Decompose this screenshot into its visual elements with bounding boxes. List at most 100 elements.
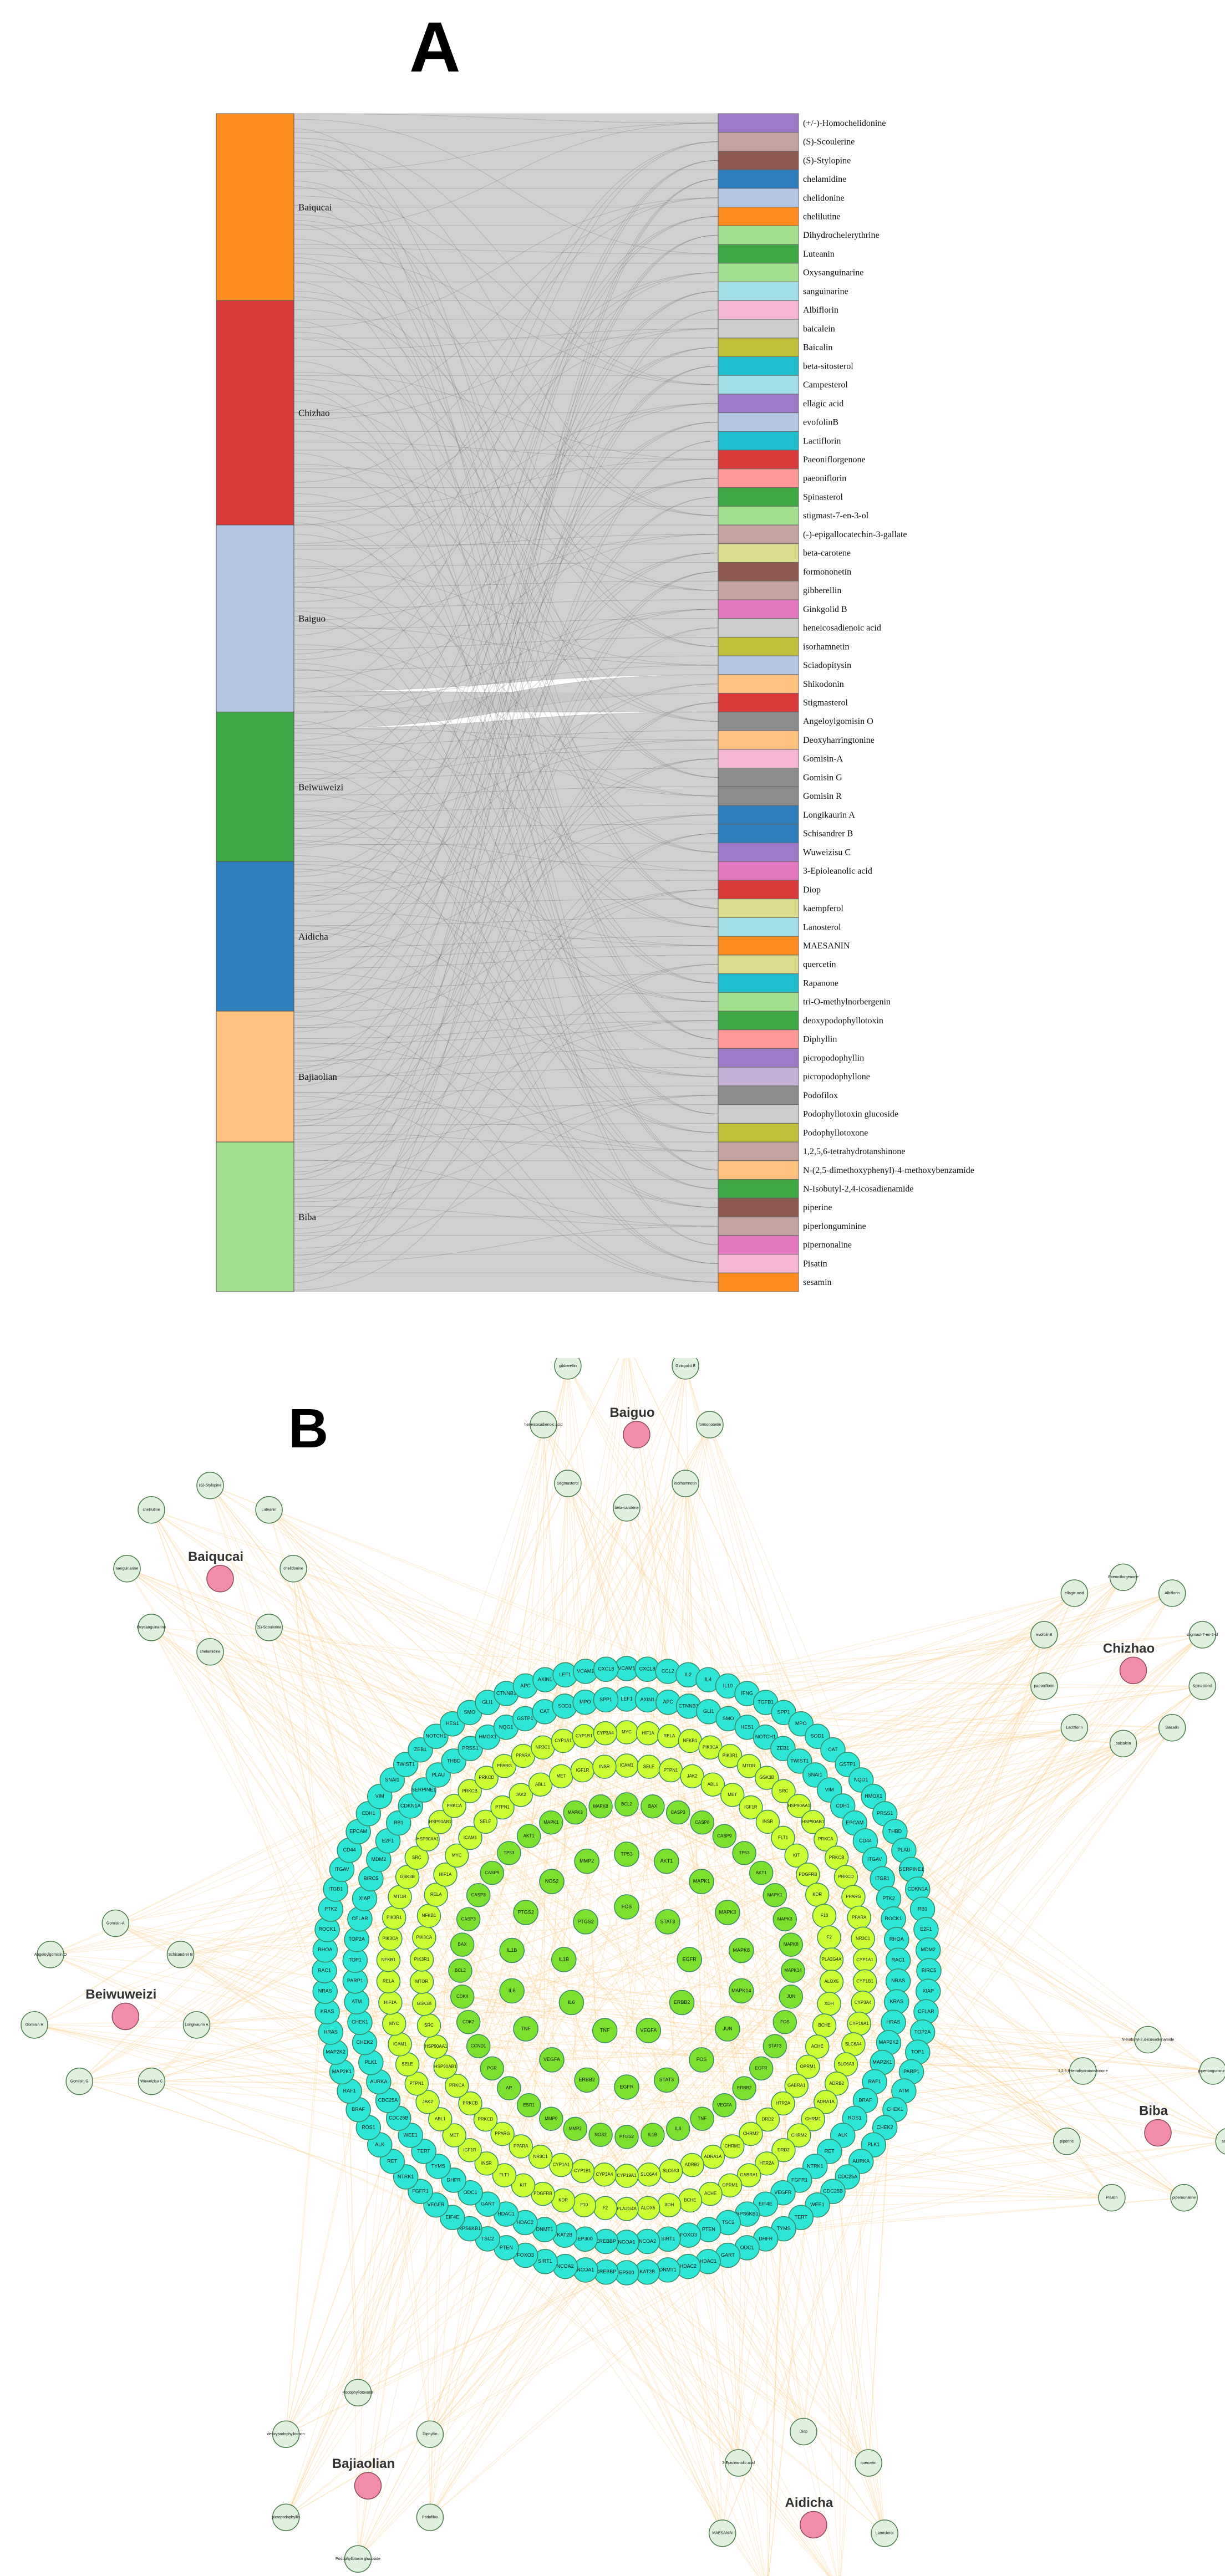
sankey-line	[293, 835, 719, 871]
target-node: JUN	[715, 2016, 740, 2042]
target-node-label: VEGFR	[428, 2202, 445, 2207]
target-node-label: PIK3CA	[383, 1936, 399, 1941]
target-node: VCAM1	[573, 1659, 598, 1684]
sankey-line	[293, 1091, 719, 1152]
sankey-line	[293, 422, 719, 965]
network-edge	[626, 1732, 837, 2576]
network-edge	[928, 1991, 1185, 2198]
target-node-label: DHFR	[447, 2177, 461, 2182]
sankey-link	[293, 861, 719, 884]
compound-label-isorhamnetin: isorhamnetin	[803, 642, 850, 651]
network-edge	[861, 2141, 1067, 2162]
network-edge	[410, 2039, 1148, 2136]
target-node-circle	[458, 1779, 482, 1803]
target-node: HRAS	[318, 2019, 344, 2045]
sankey-line	[293, 440, 719, 1241]
sankey-line	[293, 128, 719, 909]
target-node-label: NFKB1	[422, 1913, 436, 1918]
network-edge	[79, 1950, 741, 2082]
target-node-label: CHRM2	[743, 2131, 759, 2136]
target-node: ICAM1	[458, 1825, 482, 1850]
target-node-circle	[771, 1825, 795, 1850]
target-node-label: BRAF	[352, 2106, 365, 2112]
target-node-label: CDC25B	[823, 2189, 843, 2194]
target-node-circle	[563, 2116, 588, 2141]
compound-node-circle	[1188, 1672, 1216, 1700]
target-node-label: KIT	[793, 1853, 800, 1858]
network-edge	[491, 1507, 627, 1873]
target-node-circle	[755, 2107, 780, 2132]
compound-node-circle	[65, 2067, 93, 2095]
network-edge	[692, 1776, 1068, 2142]
compound-label-3-epioleanolic-acid: 3-Epioleanolic acid	[803, 866, 872, 876]
network-edge	[429, 1747, 543, 2518]
compound-node-circle	[138, 2067, 166, 2095]
sankey-line	[293, 478, 719, 849]
compound-node-label: sanguinarine	[116, 1567, 138, 1571]
target-node-label: DNMT1	[536, 2227, 553, 2232]
target-node-label: HIF1A	[439, 1872, 452, 1877]
target-node-label: MDM2	[372, 1856, 387, 1862]
target-node-label: CD44	[859, 1838, 872, 1843]
network-edge	[545, 1679, 1203, 1687]
target-node-label: EP300	[578, 2236, 593, 2242]
network-edge	[469, 1365, 686, 1713]
target-node: TP53	[497, 1841, 521, 1865]
target-node: SRC	[404, 1845, 429, 1870]
target-node-label: TYMS	[431, 2163, 445, 2169]
network-edge	[421, 1593, 1172, 1982]
network-edge	[286, 1736, 670, 2435]
compound-node-circle	[554, 1358, 582, 1380]
network-edge	[429, 2261, 546, 2435]
target-node-label: RAF1	[868, 2079, 881, 2084]
sankey-line	[293, 372, 719, 460]
target-node: ADRB2	[824, 2072, 849, 2096]
target-node-label: RHOA	[318, 1947, 332, 1952]
network-edge	[388, 1960, 1213, 2072]
sankey-compounds: (+/-)-Homochelidonine(S)-Scoulerine(S)-S…	[718, 113, 974, 1292]
target-node: MMP9	[539, 2106, 563, 2131]
compound-node: sesamin	[1215, 2128, 1225, 2155]
target-node-label: SLC6A3	[837, 2062, 854, 2067]
target-node: RAC1	[885, 1947, 911, 1973]
network-edge	[445, 1727, 1075, 2067]
compound-label-pisatin: Pisatin	[803, 1259, 827, 1268]
sankey-line	[293, 609, 719, 761]
sankey-line	[293, 739, 719, 776]
sankey-line	[293, 522, 719, 1115]
target-node-circle	[736, 2163, 761, 2187]
target-node: CHRM1	[720, 2134, 745, 2159]
compound-node: 3-Epioleanolic acid	[722, 2449, 755, 2477]
network-edge	[126, 1568, 584, 1737]
compound-block-maesanin	[718, 936, 799, 956]
target-node-label: HDAC1	[700, 2258, 717, 2264]
target-node-label: EIF4E	[759, 2201, 772, 2207]
network-edge	[628, 1358, 668, 1672]
network-edge	[416, 1727, 1172, 2084]
compound-label-s-stylopine: (S)-Stylopine	[803, 156, 851, 165]
target-node-circle	[814, 2090, 838, 2114]
target-node-label: IL1B	[507, 1947, 517, 1953]
sankey-line	[293, 214, 719, 516]
target-node-circle	[665, 1800, 690, 1825]
target-node: PPARG	[490, 2121, 515, 2146]
network-edge	[210, 1485, 689, 1675]
compound-block-sanguinarine	[718, 282, 799, 301]
compound-block-chelidonine	[718, 188, 799, 208]
network-edge	[325, 1950, 1213, 2072]
target-node-label: VEGFA	[543, 2057, 560, 2062]
target-node-label: TSC2	[722, 2220, 735, 2225]
sankey-line	[293, 290, 719, 647]
compound-block-sesamin	[718, 1272, 799, 1292]
target-node-label: PTEN	[500, 2245, 513, 2250]
target-node-label: CHRM1	[725, 2144, 741, 2149]
compound-node: Gomisin-A	[101, 1909, 130, 1937]
target-node-label: TWIST1	[790, 1758, 809, 1763]
compound-block-picropodophyllin	[718, 1048, 799, 1068]
sankey-line	[293, 347, 719, 741]
target-node: MMP2	[563, 2116, 588, 2141]
target-node-circle	[509, 2134, 533, 2159]
target-node-label: KAT2B	[639, 2269, 655, 2274]
target-node: NR3C1	[851, 1926, 875, 1951]
target-node: AR	[497, 2076, 521, 2100]
